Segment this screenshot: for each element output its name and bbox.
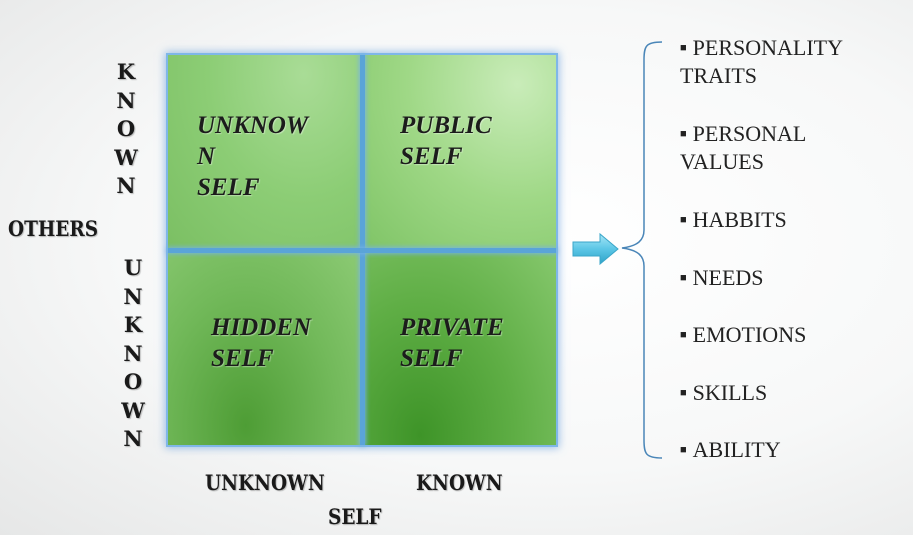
list-item: ■ SKILLS bbox=[680, 379, 767, 407]
list-item: ■ HABBITS bbox=[680, 206, 787, 234]
others-unknown-label: U N K N O W N bbox=[118, 254, 148, 454]
list-item-text: SKILLS bbox=[692, 380, 768, 405]
list-item: ■ ABILITY bbox=[680, 436, 781, 464]
letter: N bbox=[123, 426, 143, 451]
quadrant-label-line: PUBLIC bbox=[400, 112, 492, 139]
others-known-label: K N O W N bbox=[111, 58, 141, 201]
self-known-label: KNOWN bbox=[416, 470, 503, 495]
letter: U bbox=[123, 255, 143, 280]
quadrant-hidden-self: HIDDEN SELF bbox=[168, 250, 362, 445]
quadrant-private-self: PRIVATE SELF bbox=[362, 250, 556, 445]
quadrant-label-line: SELF bbox=[400, 143, 463, 170]
list-item-text: PERSONAL bbox=[692, 121, 807, 146]
others-axis-label: OTHERS bbox=[8, 216, 99, 241]
square-bullet-icon: ■ bbox=[680, 444, 687, 456]
quadrant-label: HIDDEN SELF bbox=[211, 312, 311, 374]
letter: K bbox=[123, 312, 143, 337]
letter: W bbox=[114, 144, 138, 170]
johari-grid: UNKNOW N SELF PUBLIC SELF HIDDEN SELF PR… bbox=[168, 55, 556, 445]
quadrant-label-line: N bbox=[197, 143, 216, 170]
list-item-text: TRAITS bbox=[680, 63, 757, 88]
list-item: ■ PERSONAL VALUES bbox=[680, 120, 806, 176]
letter: N bbox=[116, 173, 136, 198]
list-item: ■ EMOTIONS bbox=[680, 321, 806, 349]
quadrant-label-line: PRIVATE bbox=[400, 314, 504, 341]
square-bullet-icon: ■ bbox=[680, 272, 687, 284]
list-item-text: HABBITS bbox=[692, 207, 787, 232]
letter: K bbox=[116, 59, 136, 84]
quadrant-label-line: UNKNOW bbox=[197, 112, 309, 139]
letter: N bbox=[123, 340, 143, 366]
list-item-text: PERSONALITY bbox=[692, 35, 843, 60]
letter: N bbox=[123, 283, 143, 309]
quadrant-label-line: HIDDEN bbox=[211, 314, 312, 341]
square-bullet-icon: ■ bbox=[680, 128, 687, 140]
square-bullet-icon: ■ bbox=[680, 42, 687, 54]
quadrant-label: PUBLIC SELF bbox=[400, 110, 492, 172]
self-axis-label: SELF bbox=[328, 504, 382, 529]
quadrant-public-self: PUBLIC SELF bbox=[362, 55, 556, 250]
quadrant-label-line: SELF bbox=[400, 345, 463, 372]
list-item-text: ABILITY bbox=[692, 437, 781, 462]
quadrant-label-line: SELF bbox=[197, 174, 260, 201]
letter: N bbox=[116, 87, 136, 113]
letter: O bbox=[123, 369, 143, 394]
letter: W bbox=[121, 397, 145, 423]
quadrant-label: PRIVATE SELF bbox=[400, 312, 504, 374]
quadrant-label: UNKNOW N SELF bbox=[197, 110, 308, 203]
right-arrow-icon bbox=[572, 232, 619, 266]
quadrant-label-line: SELF bbox=[211, 345, 274, 372]
quadrant-unknown-self: UNKNOW N SELF bbox=[168, 55, 362, 250]
square-bullet-icon: ■ bbox=[680, 387, 687, 399]
left-brace-icon bbox=[621, 41, 663, 459]
list-item-text: VALUES bbox=[680, 149, 764, 174]
list-item: ■ PERSONALITY TRAITS bbox=[680, 34, 843, 90]
self-unknown-label: UNKNOWN bbox=[205, 470, 325, 495]
list-item: ■ NEEDS bbox=[680, 264, 764, 292]
list-item-text: EMOTIONS bbox=[692, 322, 807, 347]
letter: O bbox=[116, 116, 136, 141]
square-bullet-icon: ■ bbox=[680, 329, 687, 341]
list-item-text: NEEDS bbox=[692, 265, 764, 290]
square-bullet-icon: ■ bbox=[680, 214, 687, 226]
horizontal-divider bbox=[168, 248, 556, 253]
